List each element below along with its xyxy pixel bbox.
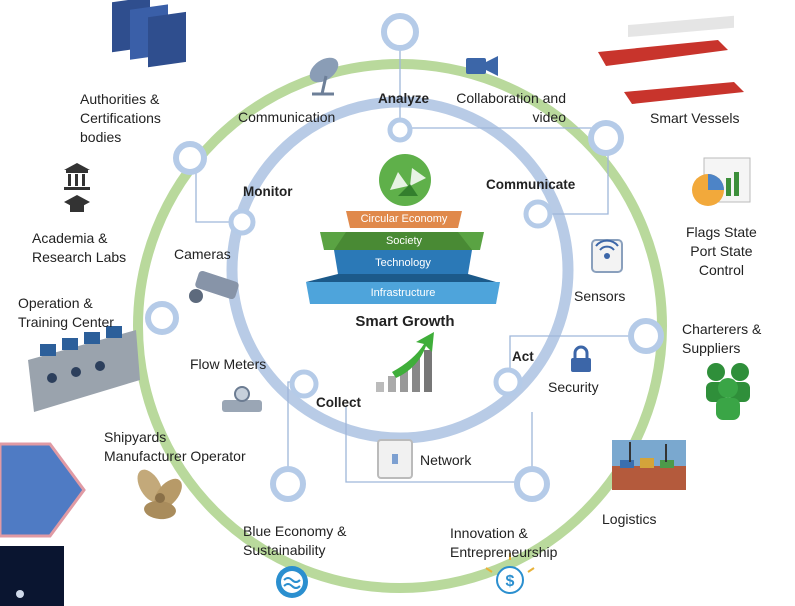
network-device-icon [377, 439, 413, 479]
label-innovation: Innovation & Entrepreneurship [450, 525, 558, 560]
pyramid-label-technology: Technology [375, 257, 431, 269]
vessels-icon [598, 15, 744, 104]
ring-nodes [145, 13, 664, 502]
recycle-icon [379, 154, 431, 206]
flow-meter-icon [222, 386, 262, 412]
cycle-label-communicate: Communicate [486, 177, 576, 192]
label-flags-state: Flags State Port State Control [686, 224, 757, 278]
report-chart-icon [692, 157, 751, 206]
arrow-shape [0, 442, 86, 538]
label-blue-economy: Blue Economy & Sustainability [243, 523, 347, 558]
cctv-camera-icon [189, 270, 239, 303]
label-sensors: Sensors [574, 288, 626, 304]
pyramid-label-infrastructure: Infrastructure [370, 287, 436, 299]
label-communication: Communication [238, 109, 336, 125]
video-camera-icon [466, 56, 498, 76]
label-smart-vessels: Smart Vessels [650, 110, 740, 126]
label-security: Security [548, 379, 599, 395]
label-operation-training: Operation & Training Center [18, 295, 114, 330]
label-authorities: Authorities & Certifications bodies [80, 91, 161, 145]
lock-icon [571, 345, 591, 372]
label-academia: Academia & Research Labs [32, 230, 127, 265]
pyramid-label-circular-economy: Circular Economy [360, 213, 448, 225]
training-center-icon [28, 326, 140, 412]
water-drop-icon [276, 566, 308, 598]
label-collaboration: Collaboration and video [456, 90, 566, 125]
label-shipyards: Shipyards Manufacturer Operator [104, 429, 246, 464]
pyramid [306, 211, 500, 304]
label-charterers: Charterers & Suppliers [682, 321, 762, 356]
wifi-sensor-icon [591, 239, 623, 273]
svg-text:$: $ [506, 573, 515, 590]
corner-thumbnail [0, 546, 64, 606]
label-network: Network [420, 452, 472, 468]
label-logistics: Logistics [602, 511, 657, 527]
logistics-photo-icon [612, 440, 686, 490]
cycle-label-analyze: Analyze [378, 91, 430, 106]
people-group-icon [706, 363, 750, 420]
documents-icon [112, 0, 186, 68]
label-cameras: Cameras [174, 246, 231, 262]
idea-lightbulb-icon: $ [485, 553, 535, 594]
cycle-label-collect: Collect [316, 395, 362, 410]
connector-lines [190, 16, 648, 484]
label-flow-meters: Flow Meters [190, 356, 267, 372]
satellite-dish-icon [309, 57, 339, 96]
academia-icon [64, 163, 90, 212]
growth-chart-icon [376, 332, 434, 392]
cycle-label-monitor: Monitor [243, 184, 293, 199]
propeller-icon [137, 469, 182, 520]
cycle-label-act: Act [512, 349, 534, 364]
center-title: Smart Growth [355, 313, 455, 330]
pyramid-label-society: Society [385, 235, 423, 247]
